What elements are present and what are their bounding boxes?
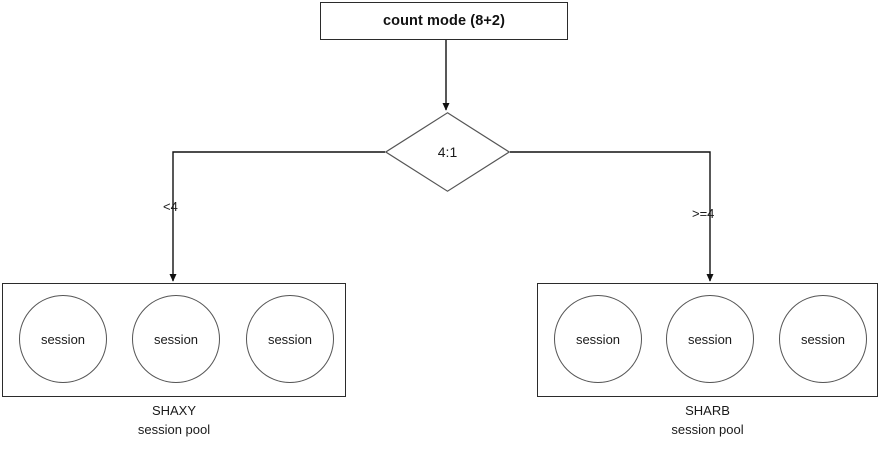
session-label: session [267, 331, 313, 347]
session-label: session [687, 331, 733, 347]
session-circle: session [554, 295, 642, 383]
edge-decision-to-shaxy [169, 151, 385, 282]
pool-caption-shaxy: SHAXY session pool [2, 401, 346, 439]
count-mode-label: count mode (8+2) [382, 13, 506, 29]
session-pool-sharb: session session session [537, 283, 878, 397]
branch-label-greater-equal-4: >=4 [692, 206, 715, 221]
pool-subtitle-shaxy: session pool [137, 422, 211, 437]
session-label: session [575, 331, 621, 347]
decision-label: 4:1 [437, 144, 458, 160]
pool-name-sharb: SHARB [685, 403, 730, 418]
pool-name-shaxy: SHAXY [151, 403, 197, 418]
session-circle: session [132, 295, 220, 383]
count-mode-node: count mode (8+2) [320, 2, 568, 40]
pool-caption-sharb: SHARB session pool [537, 401, 878, 439]
session-circle: session [779, 295, 867, 383]
session-circle: session [19, 295, 107, 383]
session-label: session [40, 331, 86, 347]
branch-label-less-than-4: <4 [163, 199, 178, 214]
session-circle: session [246, 295, 334, 383]
session-circle: session [666, 295, 754, 383]
pool-subtitle-sharb: session pool [671, 422, 744, 437]
diamond-shape [384, 112, 511, 192]
decision-node: 4:1 [384, 112, 511, 192]
session-label: session [800, 331, 846, 347]
edge-decision-to-sharb [510, 151, 714, 282]
session-label: session [153, 331, 199, 347]
session-pool-shaxy: session session session [2, 283, 346, 397]
